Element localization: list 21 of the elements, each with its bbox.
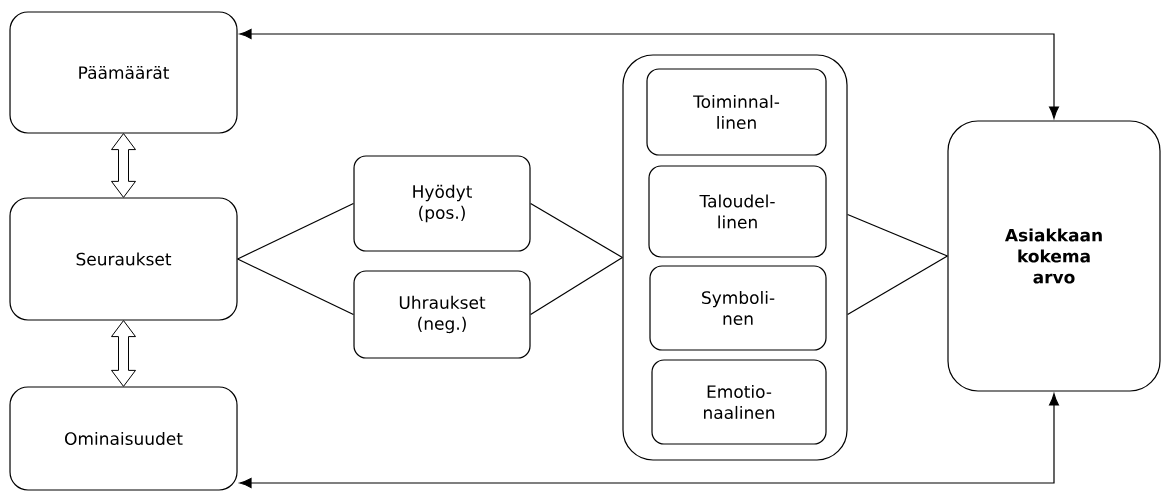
- process-box: Uhraukset (neg.): [353, 270, 531, 359]
- arrow: [239, 393, 1060, 488]
- arrow: [239, 28, 1060, 119]
- process-box: Ominaisuudet: [9, 386, 238, 491]
- process-box: Symboli- nen: [649, 265, 827, 351]
- process-box: Seuraukset: [9, 197, 238, 321]
- connector-line: [237, 202, 354, 260]
- process-box: Hyödyt (pos.): [353, 155, 531, 252]
- connector-line: [530, 202, 623, 259]
- process-box: Asiakkaan kokema arvo: [947, 120, 1161, 392]
- process-box: Emotio- naalinen: [651, 359, 827, 445]
- process-box: Taloudel- linen: [648, 165, 827, 258]
- group-box: [622, 54, 848, 461]
- process-box: Päämäärät: [9, 11, 238, 134]
- double-arrow: [111, 320, 136, 387]
- connector-line: [237, 258, 354, 316]
- process-box: Toiminnal- linen: [646, 68, 827, 156]
- connector-line: [847, 255, 948, 316]
- double-arrow: [111, 133, 136, 198]
- connector-line: [530, 256, 623, 316]
- connector-line: [847, 213, 948, 257]
